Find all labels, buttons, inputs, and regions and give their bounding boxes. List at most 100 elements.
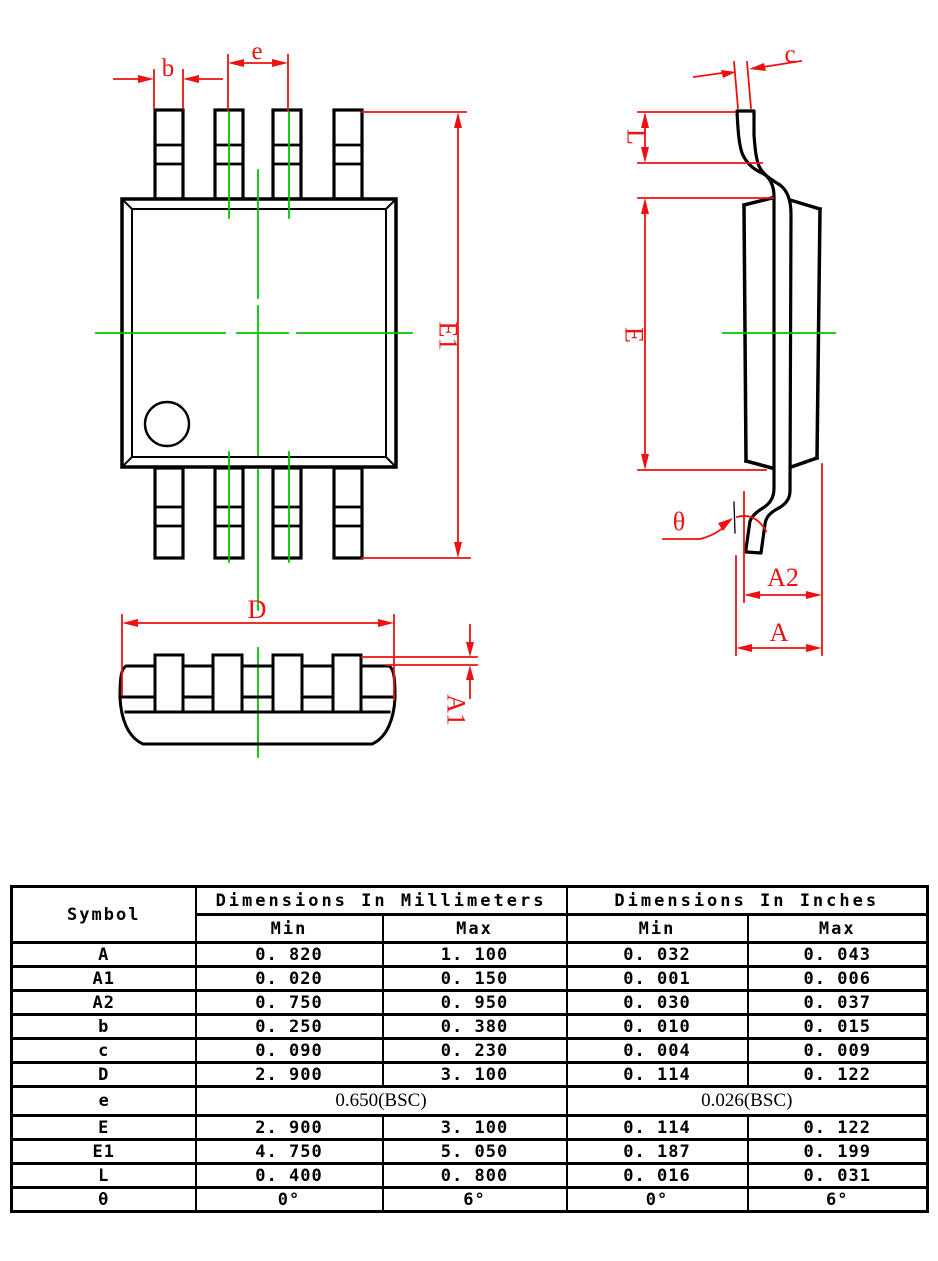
cell-symbol: c (10, 1037, 197, 1064)
header-mm-min: Min (194, 913, 384, 944)
header-symbol: Symbol (10, 885, 197, 944)
table-row-A: A 0. 820 1. 100 0. 032 0. 043 (10, 941, 929, 968)
cell-symbol: A1 (10, 965, 197, 992)
cell-in-min: 0. 030 (565, 989, 749, 1016)
dim-e-arrows (228, 59, 288, 67)
cell-mm-max: 0. 150 (381, 965, 568, 992)
dim-label-theta: θ (673, 507, 685, 536)
cell-in-min: 0. 001 (565, 965, 749, 992)
dim-a1-arrows (466, 642, 474, 680)
cell-in-max: 0. 031 (746, 1162, 929, 1189)
table-header-minmax: Min Max Min Max (11, 913, 929, 944)
front-view: D A1 (118, 595, 478, 746)
cell-in-min: 0. 187 (565, 1138, 749, 1165)
dim-label-c: c (784, 41, 795, 68)
cell-symbol: A2 (10, 989, 197, 1016)
dim-c-arrows (721, 63, 766, 78)
cell-mm-max: 1. 100 (381, 941, 568, 968)
dim-a2-lines (743, 463, 823, 656)
cell-in-max: 0. 037 (746, 989, 929, 1016)
dim-l-arrows (641, 112, 649, 163)
header-mm-max: Max (381, 913, 568, 944)
table-row-b: b 0. 250 0. 380 0. 010 0. 015 (10, 1013, 929, 1040)
top-view: b e E1 (95, 38, 471, 758)
table-row-A2: A2 0. 750 0. 950 0. 030 0. 037 (10, 989, 929, 1016)
cell-mm-max: 3. 100 (381, 1061, 568, 1088)
dim-b-arrows (138, 75, 199, 83)
table-row-e: e 0.650(BSC) 0.026(BSC) (10, 1085, 929, 1117)
cell-mm-min: 2. 900 (194, 1114, 384, 1141)
cell-symbol: b (10, 1013, 197, 1040)
cell-symbol: D (10, 1061, 197, 1088)
dim-b-lines (113, 69, 223, 109)
dim-label-b: b (162, 55, 175, 82)
dim-a-arrows (736, 644, 822, 652)
centerlines (95, 111, 413, 758)
dim-label-a2: A2 (767, 563, 799, 592)
dim-d-arrows (122, 619, 394, 627)
dim-theta-arrow (718, 518, 733, 531)
table-row-D: D 2. 900 3. 100 0. 114 0. 122 (10, 1061, 929, 1088)
cell-in-max: 0. 122 (746, 1114, 929, 1141)
cell-mm-min: 0. 090 (194, 1037, 384, 1064)
dim-label-e: e (251, 38, 262, 65)
cell-mm-min: 2. 900 (194, 1061, 384, 1088)
dim-e-side-arrows (641, 198, 649, 470)
cell-in-max: 6° (746, 1186, 929, 1213)
table-row-theta: θ 0° 6° 0° 6° (10, 1186, 929, 1213)
cell-mm-max: 0. 950 (381, 989, 568, 1016)
header-inch-min: Min (565, 913, 749, 944)
cell-in-max: 0. 009 (746, 1037, 929, 1064)
dim-c-lines (692, 59, 803, 109)
cell-mm-max: 0. 800 (381, 1162, 568, 1189)
dim-e1-lines (361, 111, 471, 559)
cell-mm-max: 0. 230 (381, 1037, 568, 1064)
cell-mm-min: 0. 820 (194, 941, 384, 968)
cell-in-min: 0. 032 (565, 941, 749, 968)
dim-e-side-lines (637, 197, 774, 471)
dim-l-lines (637, 111, 763, 164)
cell-in-span: 0.026(BSC) (565, 1085, 929, 1117)
table-row-L: L 0. 400 0. 800 0. 016 0. 031 (10, 1162, 929, 1189)
cell-in-min: 0. 114 (565, 1114, 749, 1141)
header-mm-group: Dimensions In Millimeters (194, 885, 568, 916)
cell-symbol: A (10, 941, 197, 968)
dim-label-a1: A1 (442, 694, 471, 726)
cell-in-max: 0. 199 (746, 1138, 929, 1165)
gull-wing-lead (735, 109, 793, 555)
cell-symbol: θ (10, 1186, 197, 1213)
cell-symbol: L (10, 1162, 197, 1189)
cell-mm-min: 4. 750 (194, 1138, 384, 1165)
dim-label-d: D (248, 595, 267, 624)
dim-a-lines (735, 555, 809, 656)
table-header-groups: Symbol Dimensions In Millimeters Dimensi… (10, 885, 929, 944)
cell-in-max: 0. 015 (746, 1013, 929, 1040)
cell-mm-min: 0° (194, 1186, 384, 1213)
lead-angle-reference-line (733, 501, 736, 534)
cell-in-min: 0. 016 (565, 1162, 749, 1189)
cell-mm-max: 5. 050 (381, 1138, 568, 1165)
cell-mm-max: 6° (381, 1186, 568, 1213)
cell-in-min: 0. 004 (565, 1037, 749, 1064)
table-row-E: E 2. 900 3. 100 0. 114 0. 122 (10, 1114, 929, 1141)
top-pin-shoulder-lines (153, 143, 364, 166)
table-row-c: c 0. 090 0. 230 0. 004 0. 009 (10, 1037, 929, 1064)
dimensions-table: Symbol Dimensions In Millimeters Dimensi… (10, 885, 930, 1213)
pin1-indicator-dot (143, 400, 191, 448)
cell-symbol: E (10, 1114, 197, 1141)
front-pins (153, 653, 363, 714)
cell-symbol: E1 (10, 1138, 197, 1165)
cell-mm-max: 0. 380 (381, 1013, 568, 1040)
cell-mm-max: 3. 100 (381, 1114, 568, 1141)
dim-label-a: A (770, 618, 789, 647)
cell-mm-min: 0. 400 (194, 1162, 384, 1189)
side-view: c L E θ (620, 41, 836, 656)
package-drawing: b e E1 (95, 38, 836, 758)
header-inch-group: Dimensions In Inches (565, 885, 929, 916)
table-row-E1: E1 4. 750 5. 050 0. 187 0. 199 (10, 1138, 929, 1165)
table-row-A1: A1 0. 020 0. 150 0. 001 0. 006 (10, 965, 929, 992)
dim-a1-lines (361, 624, 478, 699)
cell-in-min: 0° (565, 1186, 749, 1213)
dim-e-lines (227, 54, 289, 111)
cell-mm-span: 0.650(BSC) (194, 1085, 568, 1117)
